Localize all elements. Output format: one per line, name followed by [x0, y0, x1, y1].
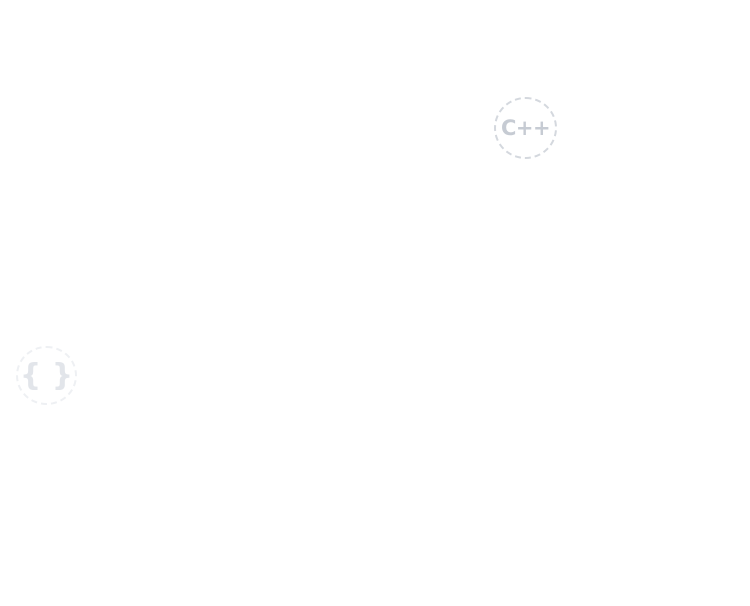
- curly-braces-icon: { }: [16, 346, 77, 405]
- curly-braces-icon-label: { }: [19, 357, 74, 393]
- cpp-icon-label: C++: [500, 115, 551, 140]
- cpp-icon: C++: [494, 97, 557, 159]
